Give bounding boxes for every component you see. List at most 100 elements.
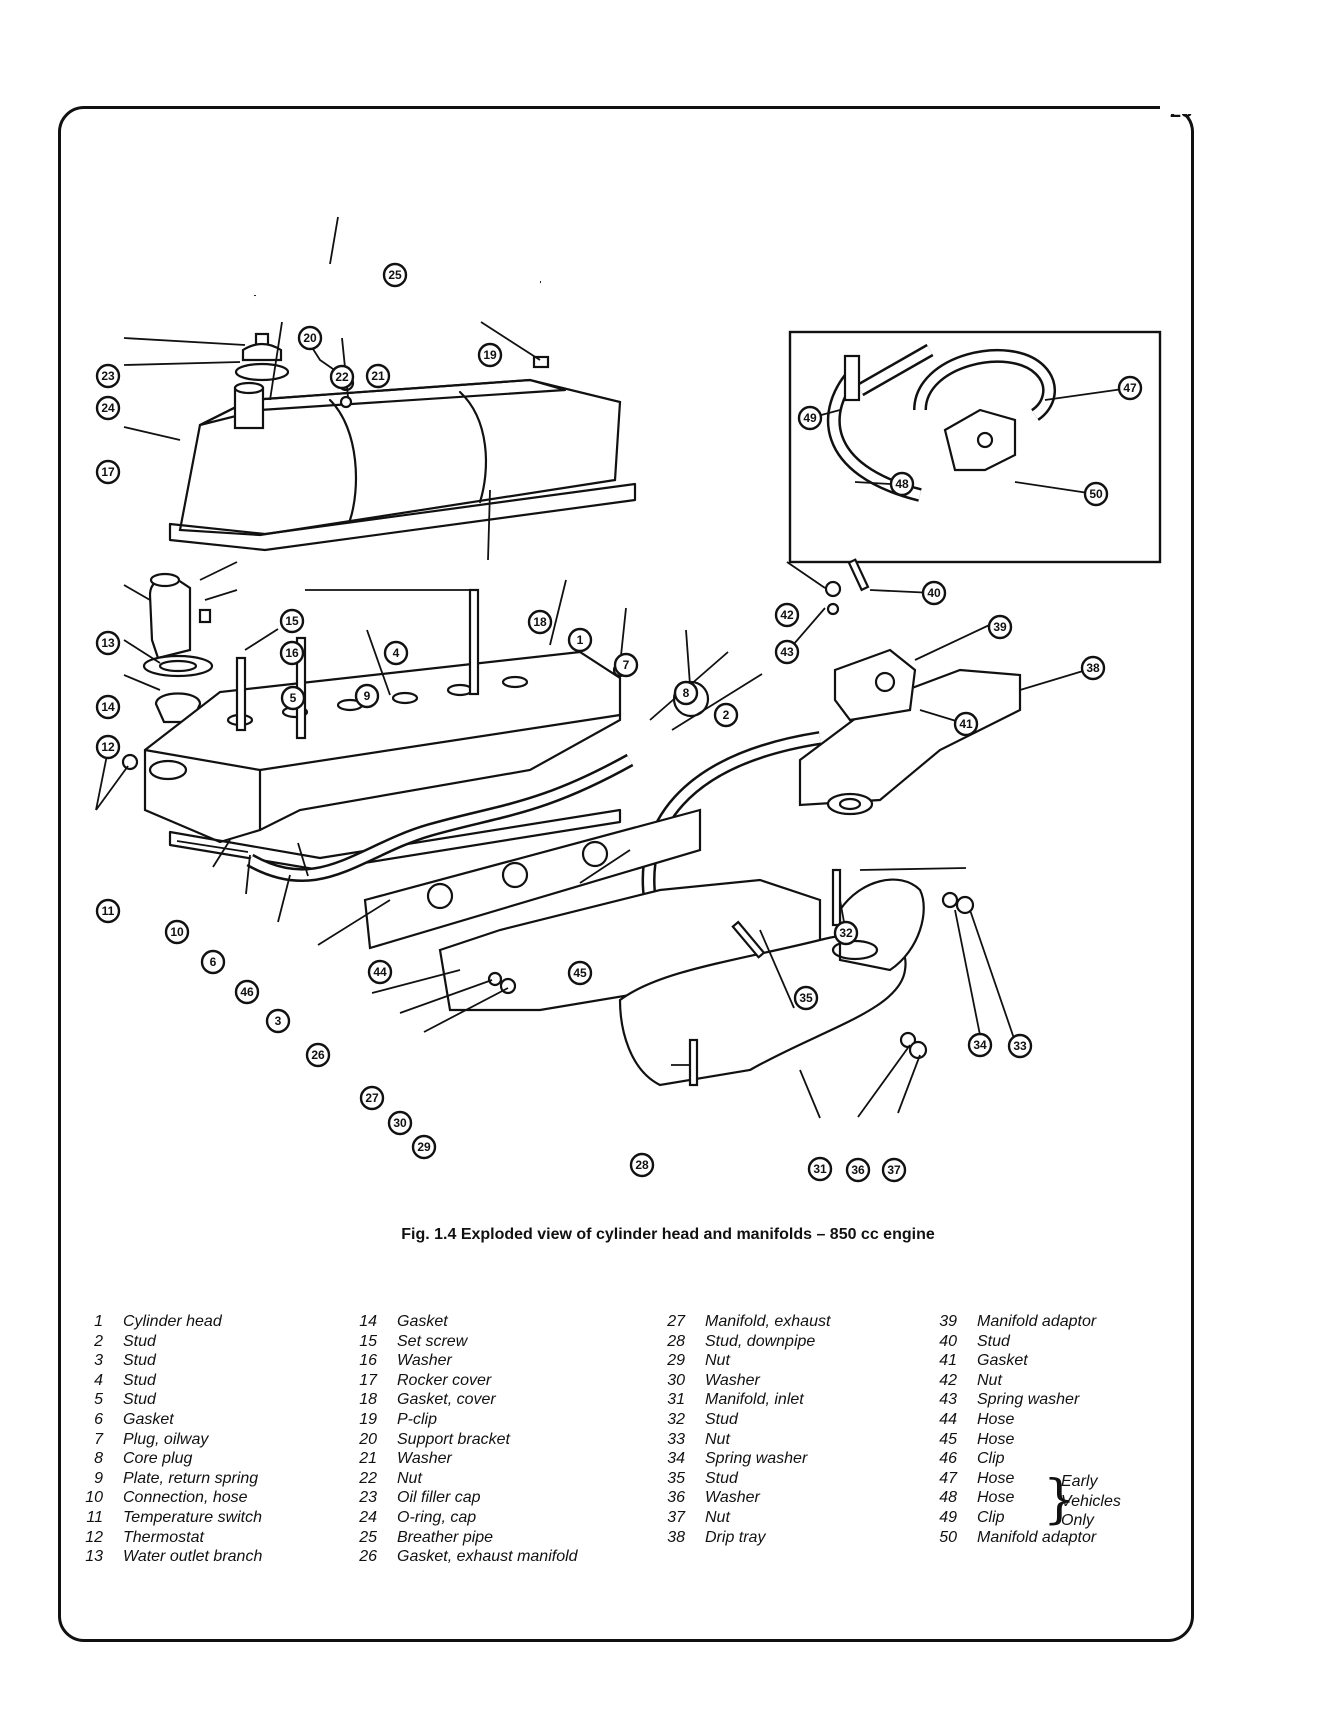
svg-text:45: 45 bbox=[573, 966, 587, 980]
legend-label: Drip tray bbox=[705, 1528, 766, 1546]
callout-49: 49 bbox=[797, 405, 823, 431]
legend-label: Washer bbox=[397, 1450, 452, 1468]
callout-4: 4 bbox=[383, 640, 409, 666]
legend-number: 1 bbox=[94, 1313, 103, 1330]
svg-text:3: 3 bbox=[275, 1014, 282, 1028]
legend-label: Nut bbox=[397, 1469, 422, 1487]
callout-48: 48 bbox=[889, 471, 915, 497]
legend-number: 41 bbox=[939, 1352, 957, 1370]
callout-40: 40 bbox=[921, 580, 947, 606]
svg-text:28: 28 bbox=[635, 1158, 649, 1172]
callout-11: 11 bbox=[95, 898, 121, 924]
legend-label: Temperature switch bbox=[123, 1508, 263, 1526]
legend-label: Gasket, cover bbox=[397, 1391, 496, 1409]
legend-number: 35 bbox=[667, 1469, 685, 1487]
callout-32: 32 bbox=[833, 920, 859, 946]
hoses-drawing bbox=[246, 731, 822, 901]
legend-label: Washer bbox=[397, 1352, 452, 1370]
legend-label: Gasket bbox=[397, 1313, 448, 1330]
callout-25: 25 bbox=[382, 262, 408, 288]
callout-42: 42 bbox=[774, 602, 800, 628]
legend-number: 8 bbox=[94, 1450, 103, 1468]
legend-number: 32 bbox=[667, 1410, 685, 1428]
legend-row: 8 Core plug bbox=[73, 1449, 262, 1469]
legend-row: 38 Drip tray bbox=[655, 1528, 830, 1548]
legend-label: Breather pipe bbox=[397, 1528, 494, 1546]
svg-text:43: 43 bbox=[780, 645, 794, 659]
legend-number: 30 bbox=[667, 1371, 685, 1389]
callout-30: 30 bbox=[387, 1110, 413, 1136]
callout-33: 33 bbox=[1007, 1033, 1033, 1059]
svg-text:47: 47 bbox=[1123, 381, 1137, 395]
legend-number: 44 bbox=[939, 1410, 957, 1428]
legend-label: Rocker cover bbox=[397, 1371, 492, 1389]
callout-26: 26 bbox=[305, 1042, 331, 1068]
callout-34: 34 bbox=[967, 1032, 993, 1058]
legend-number: 5 bbox=[94, 1391, 103, 1409]
callout-13: 13 bbox=[95, 630, 121, 656]
callout-10: 10 bbox=[164, 919, 190, 945]
callout-7: 7 bbox=[613, 652, 639, 678]
callout-41-upper: 41 bbox=[953, 711, 979, 737]
legend-label: Plug, oilway bbox=[123, 1430, 209, 1448]
callout-5: 5 bbox=[280, 685, 306, 711]
legend-label: Washer bbox=[705, 1371, 760, 1389]
svg-text:2: 2 bbox=[723, 708, 730, 722]
callout-43: 43 bbox=[774, 639, 800, 665]
legend-label: Set screw bbox=[397, 1332, 468, 1350]
legend-number: 39 bbox=[939, 1313, 957, 1330]
legend-number: 12 bbox=[85, 1528, 103, 1546]
callout-22: 22 bbox=[329, 364, 355, 390]
legend-label: Stud bbox=[123, 1332, 156, 1350]
legend-number: 33 bbox=[667, 1430, 685, 1448]
legend-number: 26 bbox=[359, 1548, 377, 1566]
legend-number: 3 bbox=[94, 1352, 103, 1370]
legend-number: 25 bbox=[359, 1528, 377, 1546]
svg-text:12: 12 bbox=[101, 740, 115, 754]
legend-label: Core plug bbox=[123, 1450, 193, 1468]
svg-text:8: 8 bbox=[683, 686, 690, 700]
legend-number: 27 bbox=[667, 1313, 685, 1330]
callout-19: 19 bbox=[477, 342, 503, 368]
legend-number: 38 bbox=[667, 1528, 685, 1546]
callout-37: 37 bbox=[881, 1157, 907, 1183]
svg-text:37: 37 bbox=[887, 1163, 901, 1177]
svg-text:15: 15 bbox=[285, 614, 299, 628]
legend-number: 36 bbox=[667, 1489, 685, 1507]
svg-text:33: 33 bbox=[1013, 1039, 1027, 1053]
legend-number: 37 bbox=[667, 1508, 685, 1526]
leader-lines bbox=[95, 216, 1131, 1119]
legend-number: 40 bbox=[939, 1332, 957, 1350]
bracket-note-line: Vehicles bbox=[1061, 1492, 1121, 1510]
callout-29: 29 bbox=[411, 1134, 437, 1160]
legend-label: Stud bbox=[123, 1352, 156, 1370]
legend-label: Gasket bbox=[977, 1352, 1028, 1370]
svg-text:46: 46 bbox=[240, 985, 254, 999]
callout-38: 38 bbox=[1080, 655, 1106, 681]
svg-text:42: 42 bbox=[780, 608, 794, 622]
legend-label: Hose bbox=[977, 1489, 1015, 1507]
svg-text:50: 50 bbox=[1089, 487, 1103, 501]
svg-text:5: 5 bbox=[290, 691, 297, 705]
legend-number: 50 bbox=[939, 1528, 957, 1546]
legend-number: 18 bbox=[359, 1391, 377, 1409]
svg-text:35: 35 bbox=[799, 991, 813, 1005]
legend-number: 2 bbox=[94, 1332, 103, 1350]
